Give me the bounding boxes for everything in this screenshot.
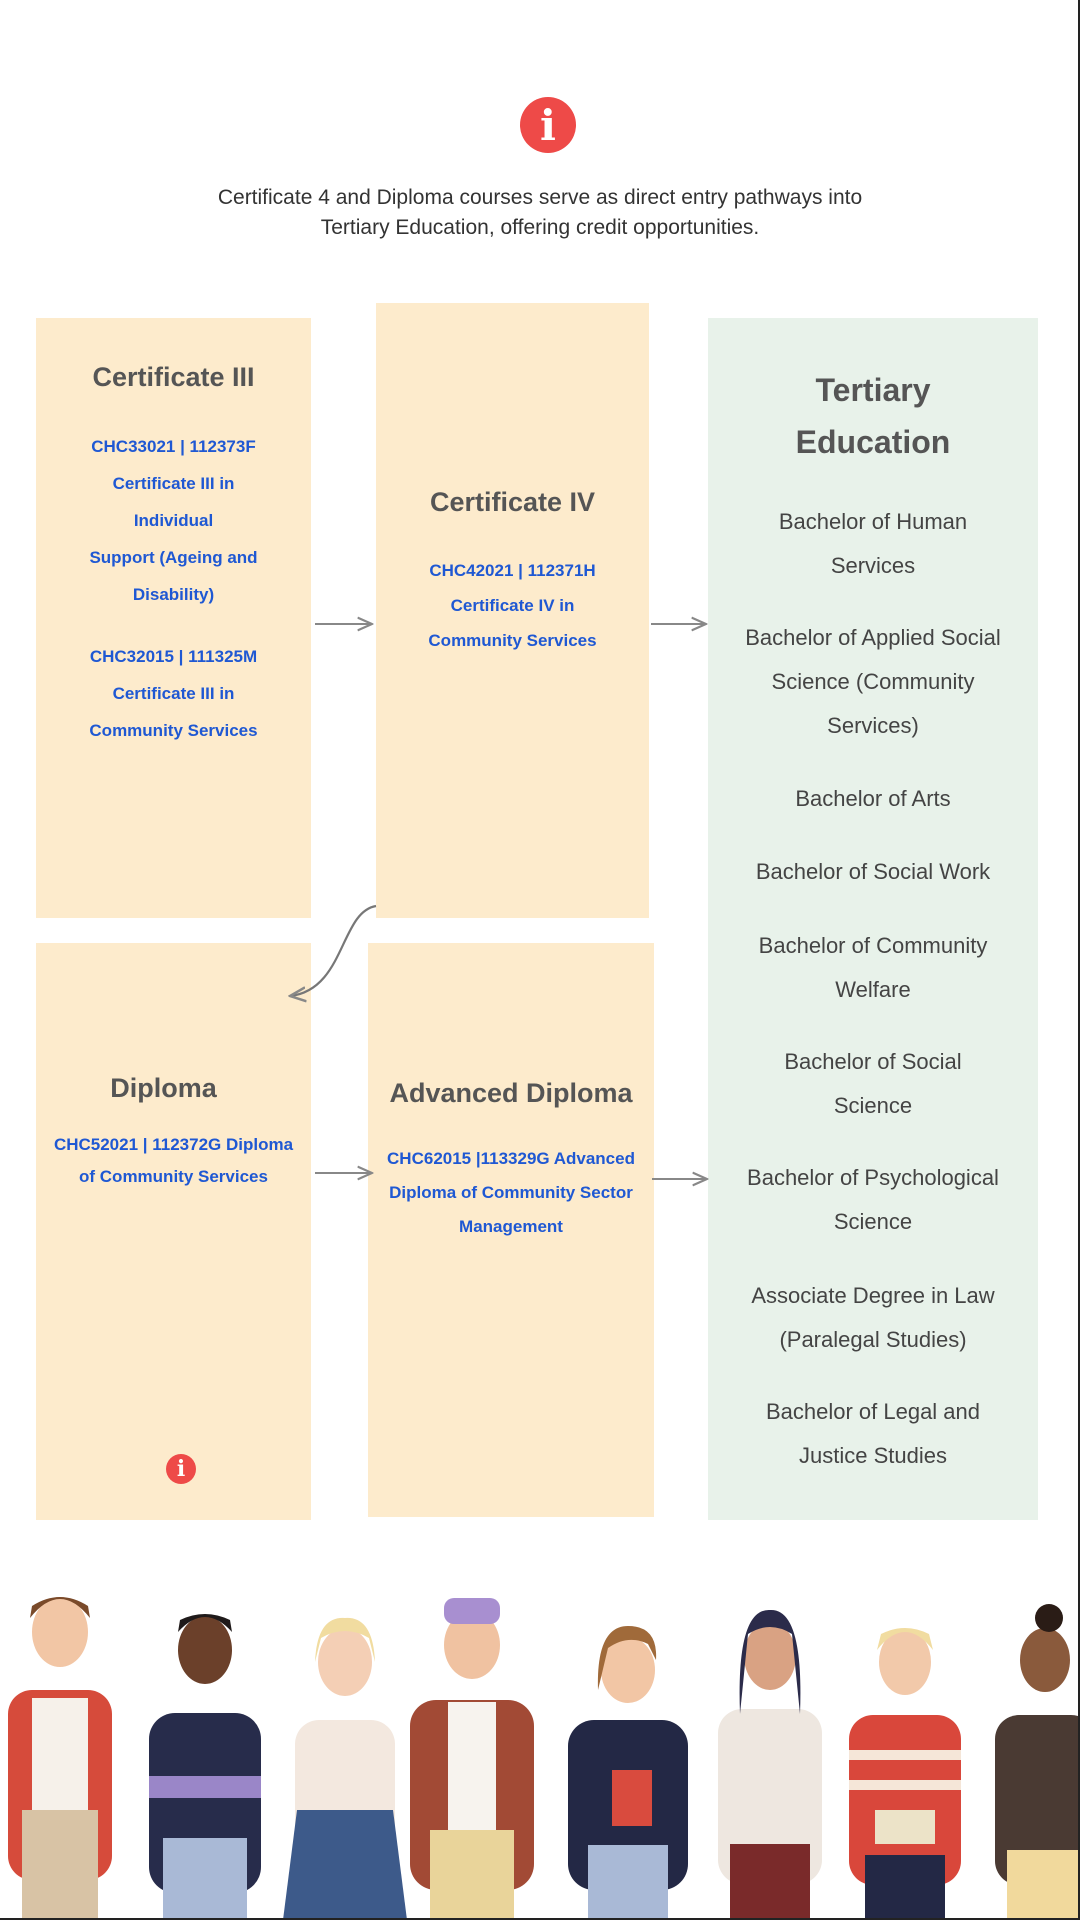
course-link[interactable]: CHC52021 | 112372G Diploma of Community …: [36, 1129, 311, 1193]
degree-item: Associate Degree in Law (Paralegal Studi…: [728, 1274, 1018, 1362]
course-name-line: Certificate III in: [112, 684, 235, 703]
course-code: CHC52021 | 112372G Diploma: [53, 1135, 294, 1154]
degree-line: Science: [833, 1093, 913, 1118]
course-code: CHC62015 |113329G Advanced: [387, 1149, 635, 1168]
certificate-iv-box: Certificate IV CHC42021 | 112371H Certif…: [376, 303, 649, 918]
certificate-iii-box: Certificate III CHC33021 | 112373F Certi…: [36, 318, 311, 918]
person: [283, 1617, 407, 1918]
degree-item: Bachelor of Social Work: [728, 850, 1018, 894]
course-link[interactable]: CHC62015 |113329G Advanced Diploma of Co…: [368, 1142, 654, 1244]
degree-line: Bachelor of Human: [778, 509, 968, 534]
title-line: Tertiary: [815, 372, 931, 408]
info-icon: i: [520, 97, 576, 153]
page-border-bottom: [0, 1918, 1080, 1920]
person: [149, 1614, 261, 1918]
course-link[interactable]: CHC33021 | 112373F Certificate III in In…: [36, 428, 311, 613]
tertiary-education-title: Tertiary Education: [708, 364, 1038, 468]
degree-line: Bachelor of Applied Social: [745, 625, 1001, 650]
person: [8, 1597, 112, 1918]
degree-line: Associate Degree in Law: [751, 1283, 995, 1308]
degree-line: Justice Studies: [799, 1443, 947, 1468]
course-name-line: of Community Services: [79, 1167, 268, 1186]
diploma-title: Diploma: [110, 1073, 217, 1103]
intro-text: Certificate 4 and Diploma courses serve …: [150, 183, 930, 243]
course-name-line: Diploma of Community Sector: [389, 1183, 633, 1202]
tertiary-education-box: Tertiary Education Bachelor of Human Ser…: [708, 318, 1038, 1520]
degree-line: Welfare: [835, 977, 911, 1002]
degree-line: Bachelor of Arts: [795, 786, 951, 811]
degree-line: Bachelor of Social Work: [755, 859, 991, 884]
person: [849, 1628, 961, 1918]
degree-line: Bachelor of Social: [784, 1049, 962, 1074]
degree-line: Services: [830, 553, 916, 578]
degree-item: Bachelor of Arts: [728, 777, 1018, 821]
person: [995, 1604, 1078, 1918]
degree-item: Bachelor of Community Welfare: [728, 924, 1018, 1012]
course-code: CHC33021 | 112373F: [91, 437, 256, 456]
page-border-right: [1078, 0, 1080, 1920]
course-name-line: Management: [459, 1217, 563, 1236]
course-name-line: Certificate IV in: [450, 596, 575, 615]
person: [410, 1598, 534, 1918]
title-line: Education: [795, 424, 951, 460]
intro-line-2: Tertiary Education, offering credit oppo…: [320, 216, 760, 239]
degree-line: Bachelor of Community: [758, 933, 988, 958]
degree-line: Services): [827, 713, 919, 738]
degree-item: Bachelor of Human Services: [728, 500, 1018, 588]
degree-item: Bachelor of Applied Social Science (Comm…: [728, 616, 1018, 748]
course-code: CHC32015 | 111325M: [89, 647, 258, 666]
course-name-line: Disability): [132, 585, 215, 604]
info-icon[interactable]: i: [166, 1454, 196, 1484]
course-name-line: Individual: [133, 511, 214, 530]
advanced-diploma-title: Advanced Diploma: [389, 1078, 633, 1108]
degree-line: (Paralegal Studies): [779, 1327, 967, 1352]
degree-item: Bachelor of Legal and Justice Studies: [728, 1390, 1018, 1478]
course-link[interactable]: CHC32015 | 111325M Certificate III in Co…: [36, 638, 311, 749]
degree-line: Bachelor of Psychological: [747, 1165, 999, 1190]
course-name-line: Certificate III in: [112, 474, 235, 493]
degree-line: Science (Community: [771, 669, 975, 694]
course-name-line: Community Services: [89, 721, 258, 740]
course-name-line: Community Services: [428, 631, 597, 650]
advanced-diploma-box: Advanced Diploma CHC62015 |113329G Advan…: [368, 943, 654, 1517]
certificate-iii-title: Certificate III: [92, 362, 255, 392]
degree-line: Science: [833, 1209, 913, 1234]
people-illustration: [8, 1597, 1078, 1918]
degree-item: Bachelor of Social Science: [728, 1040, 1018, 1128]
degree-line: Bachelor of Legal and: [765, 1399, 981, 1424]
course-link[interactable]: CHC42021 | 112371H Certificate IV in Com…: [376, 553, 649, 658]
person: [718, 1609, 822, 1918]
diploma-box: Diploma CHC52021 | 112372G Diploma of Co…: [36, 943, 311, 1520]
course-name-line: Support (Ageing and: [89, 548, 258, 567]
course-code: CHC42021 | 112371H: [429, 561, 596, 580]
intro-line-1: Certificate 4 and Diploma courses serve …: [217, 186, 863, 209]
person: [568, 1626, 688, 1918]
degree-item: Bachelor of Psychological Science: [728, 1156, 1018, 1244]
certificate-iv-title: Certificate IV: [429, 487, 596, 517]
